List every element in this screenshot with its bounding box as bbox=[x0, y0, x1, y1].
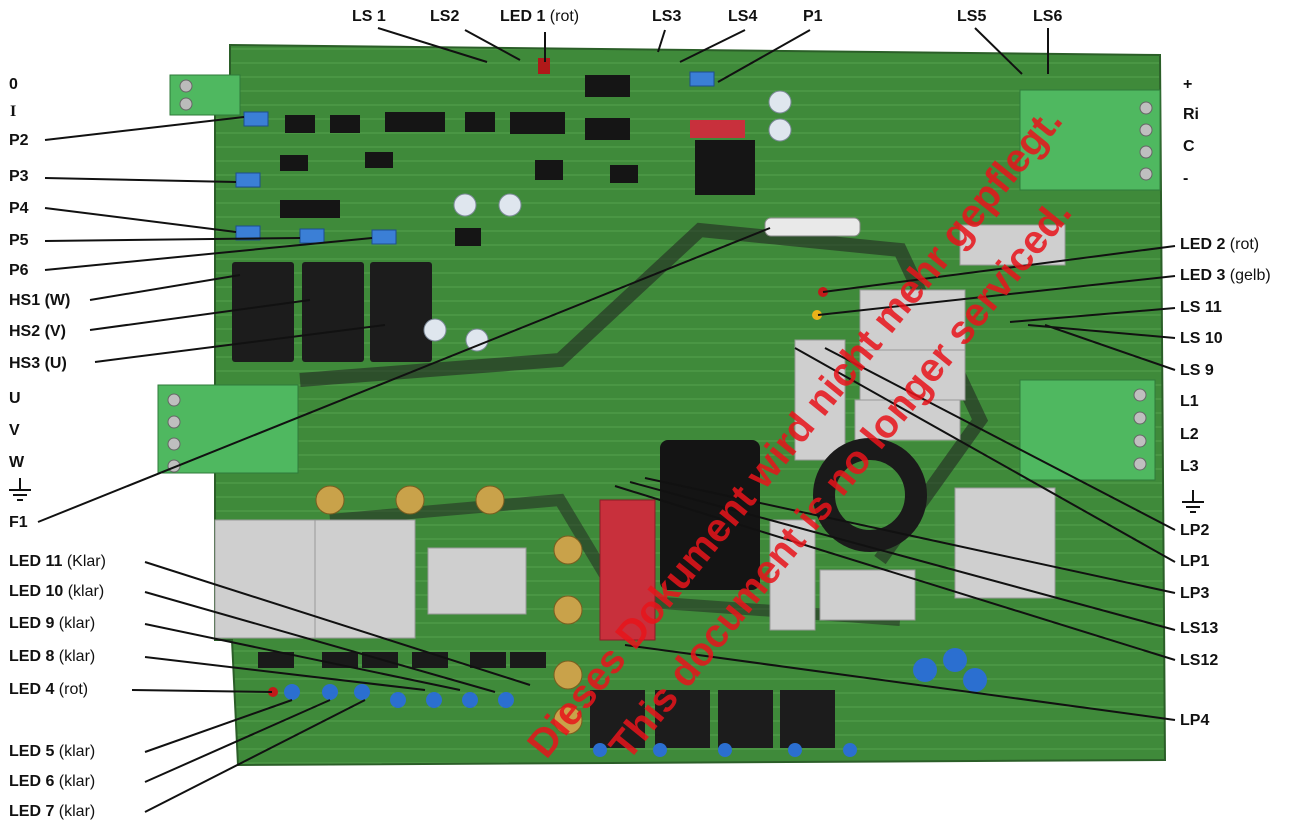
label-p5: P5 bbox=[9, 232, 29, 249]
screw-terminal bbox=[167, 393, 181, 407]
screw-terminal bbox=[1133, 388, 1147, 402]
label-f1: F1 bbox=[9, 514, 28, 531]
screw-terminal bbox=[179, 97, 193, 111]
label-led5: LED 5 (klar) bbox=[9, 743, 96, 760]
screw-terminal bbox=[1139, 123, 1153, 137]
label-ls10: LS 10 bbox=[1180, 330, 1223, 347]
label-p3: P3 bbox=[9, 168, 29, 185]
label-ls3: LS3 bbox=[652, 8, 682, 25]
leader-lines bbox=[37, 27, 1176, 813]
label-led7: LED 7 (klar) bbox=[9, 803, 96, 820]
trimmer-potentiometers bbox=[235, 71, 715, 245]
label-c: C bbox=[1183, 138, 1195, 155]
connector-mains bbox=[1019, 379, 1156, 481]
label-ls5: LS5 bbox=[957, 8, 987, 25]
ground-symbol-left bbox=[9, 478, 31, 501]
label-l1: L1 bbox=[1180, 393, 1199, 410]
label-ls12: LS12 bbox=[1180, 652, 1219, 669]
label-0: 0 bbox=[9, 76, 18, 93]
label-p6: P6 bbox=[9, 262, 29, 279]
led-4-red bbox=[268, 687, 278, 697]
screw-terminal bbox=[1133, 411, 1147, 425]
label-v: V bbox=[9, 422, 20, 439]
label-led9: LED 9 (klar) bbox=[9, 615, 96, 632]
pcb-ground-trace bbox=[329, 493, 901, 626]
led-1-red bbox=[538, 58, 550, 74]
connector-motor bbox=[157, 384, 299, 474]
relays bbox=[232, 262, 432, 362]
fuse bbox=[764, 217, 861, 237]
screw-terminal bbox=[1133, 457, 1147, 471]
red-capacitor-top bbox=[690, 120, 745, 138]
screw-terminal bbox=[179, 79, 193, 93]
label-hs2: HS2 (V) bbox=[9, 323, 66, 340]
label-lp4: LP4 bbox=[1180, 712, 1210, 729]
electrolytic-capacitors bbox=[423, 90, 792, 352]
label-ls11: LS 11 bbox=[1180, 299, 1222, 316]
label-p1: P1 bbox=[803, 8, 823, 25]
label-led10: LED 10 (klar) bbox=[9, 583, 105, 600]
led-3-yellow bbox=[812, 310, 822, 320]
connector-switch bbox=[169, 74, 241, 116]
label-I: I bbox=[10, 103, 17, 120]
label-lp3: LP3 bbox=[1180, 585, 1210, 602]
ground-symbol-right bbox=[1182, 490, 1204, 513]
label-ls2: LS2 bbox=[430, 8, 460, 25]
board-screws bbox=[315, 485, 583, 735]
label-ls13: LS13 bbox=[1180, 620, 1219, 637]
ic-row-top bbox=[280, 75, 755, 246]
label-hs1: HS1 (W) bbox=[9, 292, 71, 309]
label-ls9: LS 9 bbox=[1180, 362, 1214, 379]
label-ls1: LS 1 bbox=[352, 8, 386, 25]
bottom-relays bbox=[590, 690, 835, 748]
label-p2: P2 bbox=[9, 132, 29, 149]
label-led4: LED 4 (rot) bbox=[9, 681, 89, 698]
label-ls6: LS6 bbox=[1033, 8, 1063, 25]
label-plus: + bbox=[1183, 76, 1193, 93]
label-w: W bbox=[9, 454, 25, 471]
screw-terminal bbox=[167, 437, 181, 451]
label-led3: LED 3 (gelb) bbox=[1180, 267, 1271, 284]
toroid-choke bbox=[813, 438, 927, 552]
label-ls4: LS4 bbox=[728, 8, 758, 25]
film-capacitors bbox=[214, 224, 1066, 639]
screw-terminal bbox=[167, 415, 181, 429]
connector-power bbox=[1019, 89, 1161, 191]
label-ri: Ri bbox=[1183, 106, 1199, 123]
label-lp2: LP2 bbox=[1180, 522, 1210, 539]
label-l2: L2 bbox=[1180, 426, 1199, 443]
label-u: U bbox=[9, 390, 21, 407]
label-l3: L3 bbox=[1180, 458, 1199, 475]
label-led1: LED 1 (rot) bbox=[500, 8, 580, 25]
label-led8: LED 8 (klar) bbox=[9, 648, 96, 665]
screw-terminal bbox=[1139, 167, 1153, 181]
label-led11: LED 11 (Klar) bbox=[9, 553, 106, 570]
screw-terminal bbox=[1139, 145, 1153, 159]
label-led6: LED 6 (klar) bbox=[9, 773, 96, 790]
label-p4: P4 bbox=[9, 200, 29, 217]
screw-terminal bbox=[1133, 434, 1147, 448]
led-strip bbox=[284, 648, 987, 757]
label-minus: - bbox=[1183, 170, 1189, 187]
screw-terminal bbox=[1139, 101, 1153, 115]
label-hs3: HS3 (U) bbox=[9, 355, 67, 372]
red-capacitor bbox=[599, 499, 656, 641]
label-led2: LED 2 (rot) bbox=[1180, 236, 1260, 253]
label-lp1: LP1 bbox=[1180, 553, 1210, 570]
